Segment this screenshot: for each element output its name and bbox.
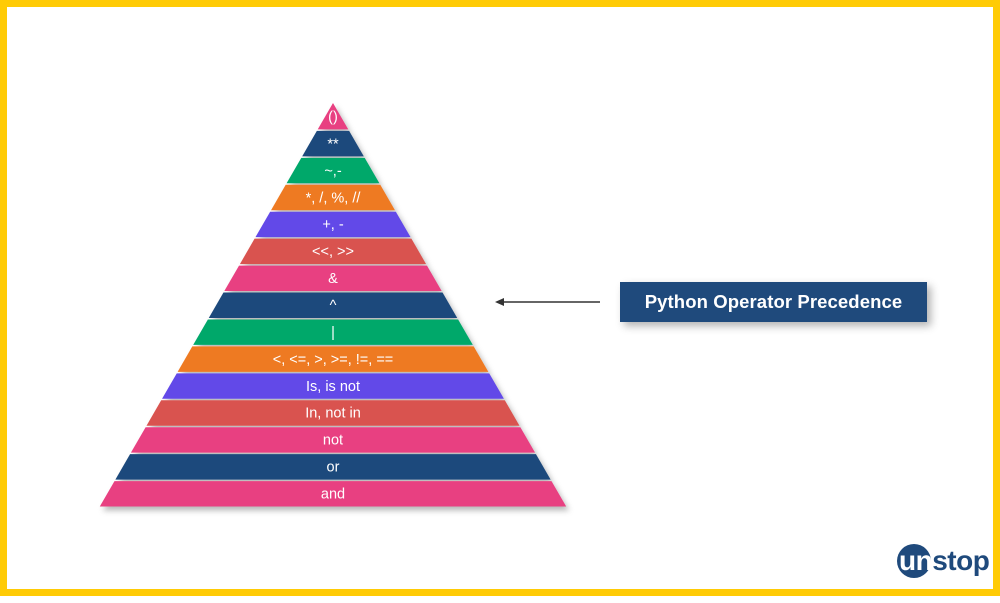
unstop-logo: unstop — [897, 542, 990, 582]
precedence-pyramid: () ** ~,- *, /, %, // +, - <<, >> & ^ | <, <=, >,… — [99, 103, 567, 507]
pyramid-layer-label: *, /, %, // — [306, 190, 362, 206]
pyramid-layer-label: ** — [327, 136, 339, 152]
pyramid-layer — [286, 157, 380, 184]
pyramid-layer-label: <<, >> — [312, 244, 354, 260]
pyramid-layer-label: In, not in — [305, 406, 361, 422]
title-box: Python Operator Precedence — [620, 282, 927, 322]
pyramid-layer-label: or — [327, 460, 340, 476]
pyramid-layer — [271, 184, 395, 211]
pyramid-layer-label: ~,- — [324, 163, 341, 179]
diagram-title: Python Operator Precedence — [644, 291, 903, 312]
pyramid-layer — [162, 373, 504, 399]
pyramid-layer-label: | — [331, 325, 335, 341]
pyramid-layer — [193, 319, 473, 345]
pyramid-layer-label: ^ — [330, 298, 337, 314]
logo-badge — [897, 544, 931, 578]
pyramid-layer — [146, 400, 520, 426]
pyramid-layer — [99, 481, 567, 507]
pyramid-layer — [317, 103, 349, 130]
pyramid-layer-label: and — [321, 487, 345, 503]
pyramid-layer-label: <, <=, >, >=, !=, == — [273, 352, 394, 368]
logo-text-first: un — [899, 545, 933, 576]
logo-text-rest: stop — [932, 545, 990, 576]
pyramid-layer-label: Is, is not — [306, 379, 360, 395]
pyramid-layer-label: () — [328, 109, 338, 125]
pyramid-layer — [177, 346, 489, 372]
pyramid-layer — [208, 292, 458, 318]
pyramid-layer-label: & — [328, 271, 338, 287]
pyramid-layer — [302, 130, 364, 157]
pyramid-layer-label: +, - — [322, 217, 344, 233]
pyramid-layer-label: not — [323, 433, 343, 449]
pyramid-layer — [130, 427, 536, 453]
pyramid-layer — [239, 238, 427, 265]
pyramid-layer — [255, 211, 411, 238]
pyramid-layer — [224, 265, 442, 292]
logo-text: unstop — [899, 542, 990, 580]
pointer-arrow — [495, 298, 600, 306]
pyramid-layer — [115, 454, 551, 480]
